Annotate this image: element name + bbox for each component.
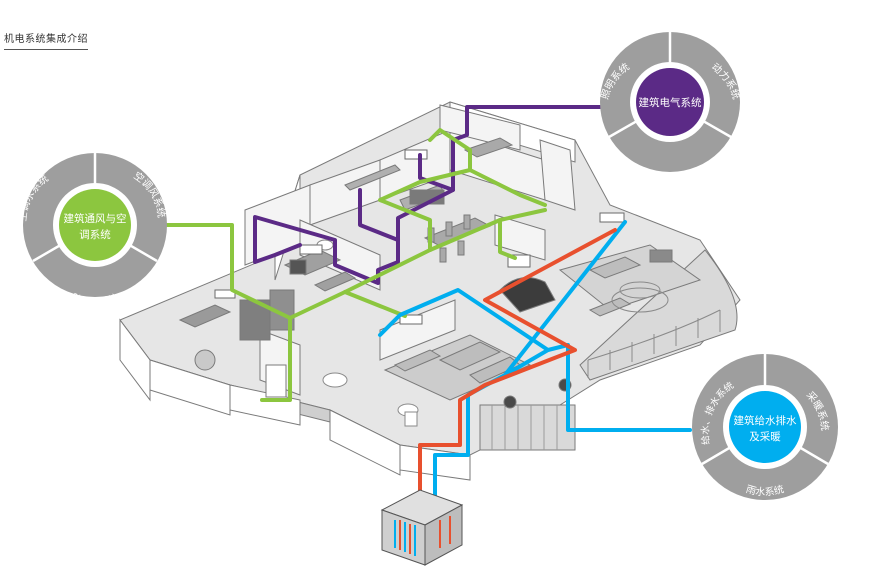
hvac-center bbox=[59, 189, 131, 261]
hvac-system-donut: 建筑通风与空 调系统 空调水系统 空调风系统 防排烟系统 bbox=[16, 153, 168, 309]
ground-source-tank bbox=[380, 489, 464, 566]
lower-sofa bbox=[393, 341, 521, 384]
patio-table bbox=[611, 281, 669, 313]
outdoor-unit bbox=[265, 364, 287, 398]
balcony bbox=[579, 249, 738, 381]
plumbing-segment-rainwater: 雨水系统 bbox=[744, 482, 785, 498]
floor-plan bbox=[119, 101, 741, 481]
electrical-center-label: 建筑电气系统 bbox=[639, 96, 702, 109]
plumbing-center-label-line2: 及采暖 bbox=[749, 430, 781, 443]
hvac-center-label-line2: 调系统 bbox=[79, 228, 111, 241]
heating-pipe bbox=[418, 228, 617, 522]
page-title: 机电系统集成介绍 bbox=[4, 30, 88, 50]
electrical-center bbox=[636, 68, 704, 136]
living-room-furniture bbox=[588, 249, 673, 317]
balcony-railing bbox=[587, 309, 721, 378]
pipe-network bbox=[163, 105, 692, 522]
hvac-pipe bbox=[163, 223, 292, 402]
plumbing-system-donut: 建筑给水排水 及采暖 给水、排水系统 采暖系统 雨水系统 bbox=[692, 354, 838, 500]
bedroom-furniture bbox=[283, 249, 357, 292]
upper-table bbox=[463, 137, 514, 158]
electrical-pipe bbox=[253, 105, 607, 285]
indoor-ac-units bbox=[214, 149, 625, 325]
plumbing-center-label-line1: 建筑给水排水 bbox=[734, 414, 797, 427]
svg-text:雨水系统: 雨水系统 bbox=[744, 482, 785, 498]
plumbing-center bbox=[729, 391, 801, 463]
electrical-system-donut: 建筑电气系统 照明系统 动力系统 防雷接地系统 bbox=[599, 32, 743, 186]
hvac-center-label-line1: 建筑通风与空 bbox=[64, 212, 127, 225]
study-furniture bbox=[178, 289, 295, 371]
